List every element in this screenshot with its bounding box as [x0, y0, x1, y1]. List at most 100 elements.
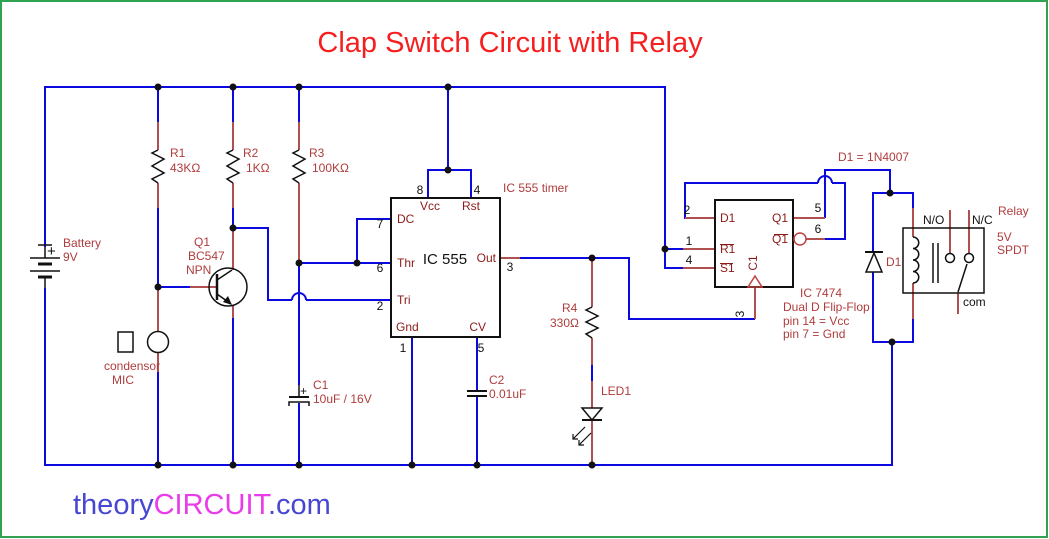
site-logo: theoryCIRCUIT.com — [73, 489, 331, 521]
ic7474-desc: Dual D Flip-Flop — [783, 300, 870, 314]
junction-dot — [661, 245, 669, 253]
wire-feedback-right — [825, 182, 846, 240]
transistor-part: BC547 — [188, 249, 225, 263]
battery: + Battery 9V — [30, 236, 101, 288]
led-triangle — [580, 407, 604, 422]
junction-dot — [588, 461, 596, 469]
led-ref: LED1 — [601, 384, 631, 398]
junction-dot — [295, 259, 303, 267]
pin-number-3: 3 — [733, 310, 747, 317]
wires — [44, 86, 914, 466]
ic555: IC 555 IC 555 timer Vcc Rst DC Thr Tri G… — [377, 181, 569, 355]
relay-voltage: 5V — [997, 230, 1012, 244]
pin-number-3: 3 — [507, 260, 514, 274]
mic-capsule — [146, 330, 170, 354]
junction-dot — [888, 338, 896, 346]
junction-dot — [473, 461, 481, 469]
pin-number-5: 5 — [815, 201, 822, 215]
junction-dot — [886, 189, 894, 197]
transistor-collector — [216, 269, 233, 281]
resistor-r2: R2 1KΩ — [225, 146, 270, 184]
mic-label-1: condensor — [104, 359, 160, 373]
junction-dot — [353, 259, 361, 267]
pin-number-8: 8 — [417, 183, 424, 197]
ic555-label: IC 555 — [423, 251, 467, 268]
pin-label-cv: CV — [469, 320, 486, 334]
diode-d1: D1 D1 = 1N4007 — [838, 150, 909, 273]
junction-dot — [229, 83, 237, 91]
wire-trigger — [233, 227, 292, 301]
relay-switch-lever — [957, 263, 968, 293]
logo-com: .com — [268, 489, 331, 521]
relay-type: SPDT — [997, 243, 1030, 257]
logo-theory: theory — [73, 489, 154, 521]
diode-note: D1 = 1N4007 — [838, 150, 909, 164]
clock-triangle — [746, 274, 764, 288]
cap-value: 10uF / 16V — [313, 392, 372, 406]
cap-plus-sign: + — [300, 384, 307, 398]
wire-feedback-left — [684, 182, 818, 219]
logo-circuit: CIRCUIT — [154, 489, 272, 521]
wire-vcc-rst-bridge — [427, 169, 472, 198]
mic-label-2: MIC — [112, 373, 134, 387]
ic7474-label: IC 7474 — [800, 286, 842, 300]
relay-com-label: com — [963, 295, 986, 309]
inverted-output-bubble — [793, 232, 807, 246]
junction-dot — [154, 283, 162, 291]
junction-dots — [154, 83, 896, 469]
pin-number-1: 1 — [686, 234, 693, 248]
resistor-symbol — [225, 149, 241, 184]
junction-dot — [444, 83, 452, 91]
relay-coil — [912, 236, 920, 284]
battery-label: Battery — [63, 236, 101, 250]
pin-label-tri: Tri — [397, 293, 411, 307]
pin-label-c1: C1 — [746, 255, 760, 271]
pin-label-q1-bar: Q1 — [772, 232, 788, 246]
capacitor-c2: C2 0.01uF — [467, 373, 526, 401]
resistor-r4: R4 330Ω — [550, 301, 600, 339]
led1: LED1 — [572, 384, 631, 446]
pin-label-q1: Q1 — [772, 211, 788, 225]
pin-number-1: 1 — [400, 341, 407, 355]
resistor-value: 100KΩ — [312, 161, 349, 175]
pin-number-7: 7 — [377, 217, 384, 231]
relay-body — [902, 227, 985, 294]
wire-q-output — [824, 169, 891, 218]
condenser-mic: condensor MIC — [104, 330, 170, 387]
junction-dot — [154, 83, 162, 91]
ic7474: D1 R1 S1 C1 Q1 Q1 2 1 4 5 6 3 IC 7474 Du… — [684, 199, 870, 341]
pin-label-out: Out — [477, 251, 497, 265]
component-leads — [157, 122, 970, 465]
pin-number-2: 2 — [684, 203, 691, 217]
resistor-value: 1KΩ — [246, 161, 270, 175]
wire-relay-bottom — [872, 272, 914, 343]
pin-label-s1: S1 — [720, 261, 735, 275]
wire-relay-top — [872, 192, 914, 252]
resistor-ref: R4 — [562, 301, 578, 315]
wire-discharge — [356, 218, 391, 263]
diode-ref: D1 — [886, 255, 902, 269]
resistor-symbol — [584, 306, 600, 339]
wire-hop — [291, 292, 307, 301]
resistor-value: 330Ω — [550, 316, 579, 330]
pin-number-6: 6 — [377, 261, 384, 275]
transistor-q1: Q1 BC547 NPN — [186, 235, 248, 307]
ic7474-note1: pin 14 = Vcc — [783, 314, 849, 328]
wire-out-clock — [520, 257, 755, 320]
ic555-body — [390, 197, 501, 338]
junction-dot — [229, 224, 237, 232]
pin-number-2: 2 — [377, 299, 384, 313]
ic7474-note2: pin 7 = Gnd — [783, 327, 845, 341]
pin-label-d1: D1 — [720, 211, 736, 225]
resistor-r1: R1 43KΩ — [150, 146, 200, 184]
resistor-symbol — [150, 149, 166, 184]
cap-ref: C1 — [313, 378, 329, 392]
relay: N/O N/C com Relay 5V SPDT — [902, 204, 1030, 309]
transistor-circle — [208, 267, 248, 307]
transistor-ref: Q1 — [194, 235, 210, 249]
resistor-ref: R1 — [170, 146, 186, 160]
pin-number-6: 6 — [815, 222, 822, 236]
